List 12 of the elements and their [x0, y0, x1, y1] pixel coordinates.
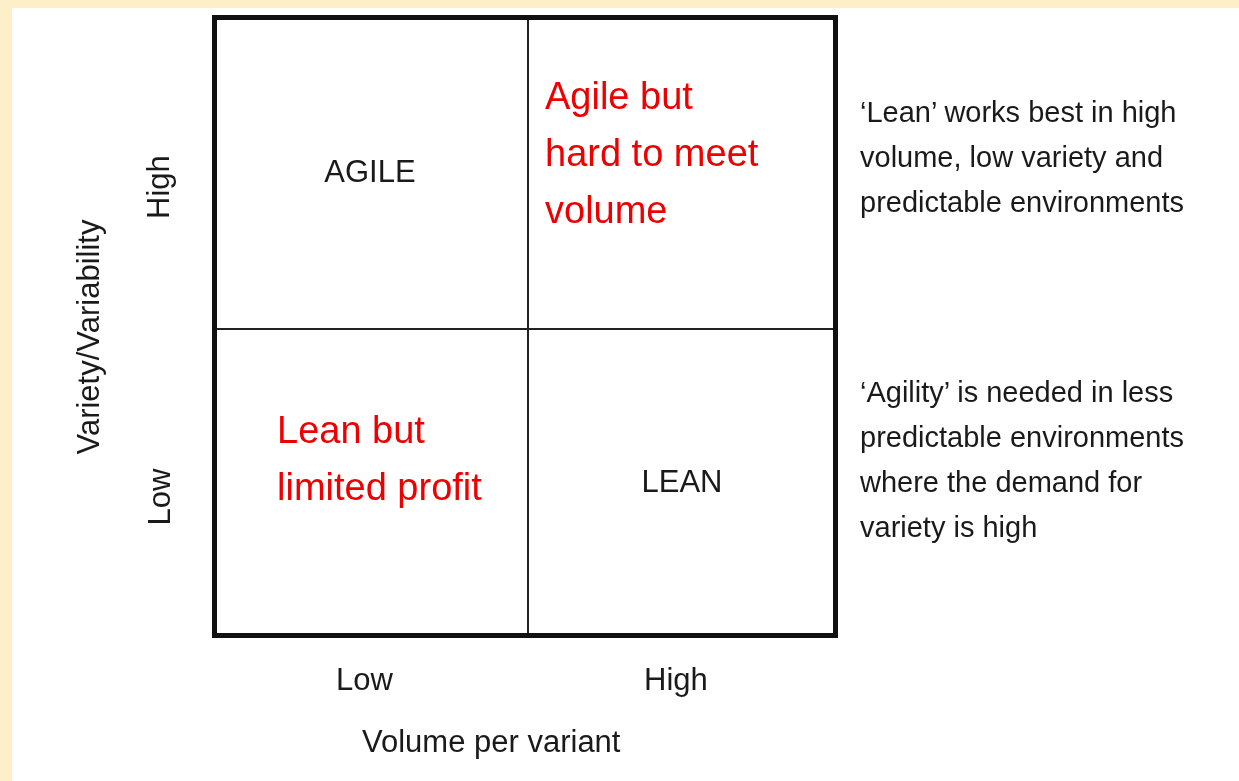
quadrant-label: AGILE [324, 153, 416, 191]
quadrant-label: Agile but hard to meet volume [545, 74, 760, 233]
axis-label: High [139, 155, 177, 219]
axis-label: Volume per variant [362, 723, 621, 761]
axis-label: Variety/Variability [70, 219, 108, 455]
axis-label: High [644, 661, 708, 699]
quadrant-label: Lean but limited profit [277, 408, 483, 510]
quadrant-label: LEAN [641, 463, 723, 501]
note-text: ‘Lean’ works best in high volume, low variety and predictable environments [860, 95, 1185, 220]
axis-label: Low [141, 468, 179, 526]
note-text: ‘Agility’ is needed in less predictable environments where the demand for variety is high [860, 375, 1185, 545]
axis-label: Low [336, 661, 393, 699]
